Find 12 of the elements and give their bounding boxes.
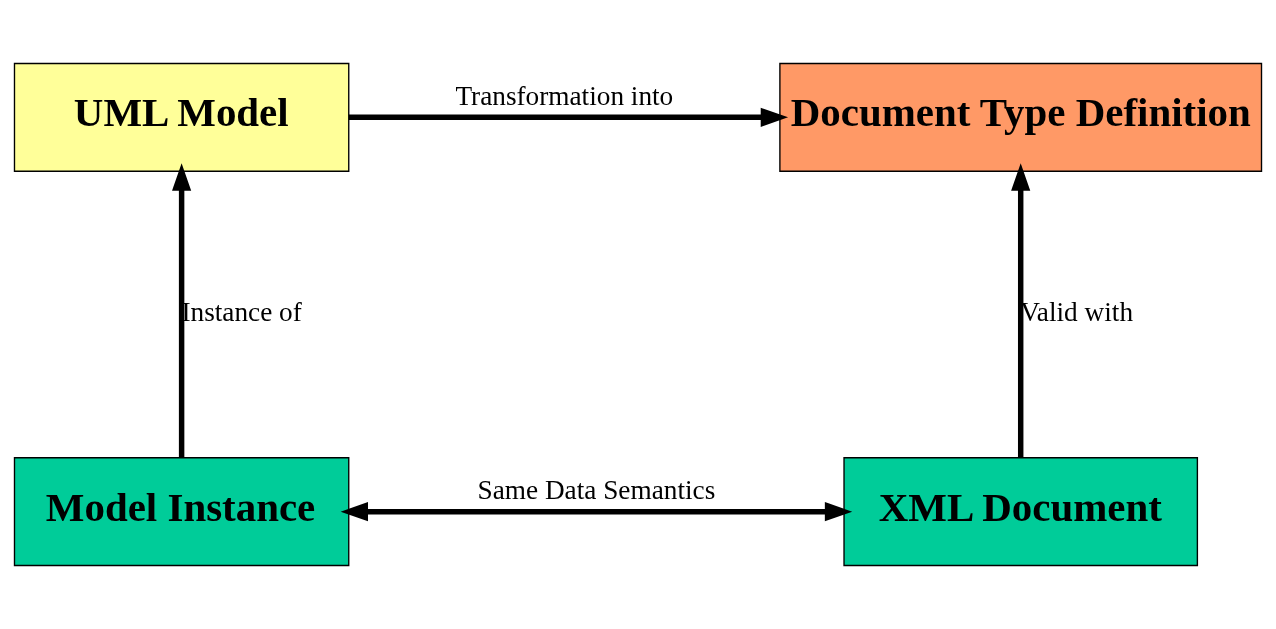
edge-label: Valid with [1020, 297, 1134, 328]
node-box: Model Instance [13, 457, 350, 567]
arrow [172, 163, 192, 458]
arrow [340, 502, 853, 522]
arrow [1011, 163, 1031, 458]
arrow [348, 107, 789, 127]
node-box: Document Type Definition [779, 62, 1263, 172]
edge-label: Same Data Semantics [477, 475, 716, 506]
edge-label: Instance of [181, 297, 302, 328]
node-box: UML Model [13, 62, 350, 172]
edge-label: Transformation into [455, 81, 674, 112]
node-box: XML Document [843, 457, 1199, 567]
